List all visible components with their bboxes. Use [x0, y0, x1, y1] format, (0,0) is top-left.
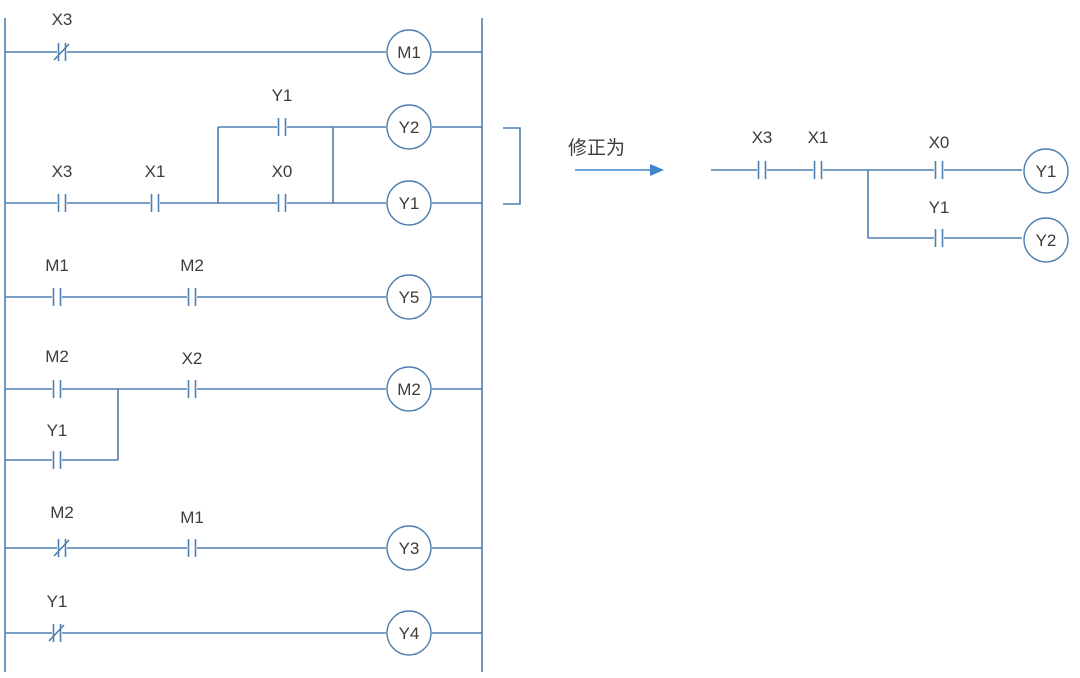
coil-label: Y2 [1036, 231, 1057, 250]
arrow-head-icon [650, 164, 664, 176]
rung-1: X3 M1 [5, 10, 482, 75]
coil-label: M2 [397, 380, 421, 399]
contact-m2-no [52, 379, 62, 399]
coil-y3 [386, 525, 432, 571]
contact-x1-no [150, 193, 160, 213]
rung-5: M2 M1 Y3 [5, 503, 482, 571]
contact-m2-no [187, 287, 197, 307]
contact-label: Y1 [47, 592, 68, 611]
contact-label: Y1 [272, 86, 293, 105]
coil-y2 [386, 104, 432, 150]
contact-label: X3 [52, 10, 73, 29]
coil-label: Y1 [1036, 162, 1057, 181]
rung-2: X3 X1 X0 Y1 Y2 Y1 [5, 86, 482, 226]
coil-y4 [386, 610, 432, 656]
contact-x0-no [277, 193, 287, 213]
contact-label: X0 [272, 162, 293, 181]
coil-y5 [386, 274, 432, 320]
contact-label: M2 [45, 347, 69, 366]
coil-label: Y4 [399, 624, 420, 643]
contact-label: X1 [145, 162, 166, 181]
coil-label: Y3 [399, 539, 420, 558]
rung-6: Y1 Y4 [5, 592, 482, 656]
corrected-ladder: X3 X1 X0 Y1 Y1 Y2 [711, 128, 1069, 263]
contact-label: M1 [45, 256, 69, 275]
contact-label: M1 [180, 508, 204, 527]
contact-label: X2 [182, 349, 203, 368]
contact-y1-no [52, 450, 62, 470]
coil-y1 [386, 180, 432, 226]
contact-label: M2 [180, 256, 204, 275]
contact-label: X3 [52, 162, 73, 181]
contact-label: X3 [752, 128, 773, 147]
rung-4: M2 X2 Y1 M2 [5, 347, 482, 470]
coil-label: Y1 [399, 194, 420, 213]
coil-y2 [1023, 217, 1069, 263]
contact-x1-no [813, 160, 823, 180]
rung-3: M1 M2 Y5 [5, 256, 482, 320]
contact-label: M2 [50, 503, 74, 522]
correction-bracket [503, 127, 521, 205]
contact-label: X1 [808, 128, 829, 147]
correction-label: 修正为 [568, 137, 625, 159]
contact-y1-no [934, 228, 944, 248]
contact-x2-no [187, 379, 197, 399]
contact-label: Y1 [47, 421, 68, 440]
coil-label: Y2 [399, 118, 420, 137]
coil-m2 [386, 366, 432, 412]
contact-label: Y1 [929, 198, 950, 217]
coil-y1 [1023, 148, 1069, 194]
left-ladder: X3 M1 X3 X1 X0 Y1 Y2 [4, 10, 483, 672]
contact-label: X0 [929, 133, 950, 152]
coil-m1 [386, 29, 432, 75]
coil-label: Y5 [399, 288, 420, 307]
contact-x0-no [934, 160, 944, 180]
contact-m1-no [187, 538, 197, 558]
contact-y1-no [277, 117, 287, 137]
contact-x3-no [757, 160, 767, 180]
coil-label: M1 [397, 43, 421, 62]
contact-m1-no [52, 287, 62, 307]
contact-x3-no [57, 193, 67, 213]
